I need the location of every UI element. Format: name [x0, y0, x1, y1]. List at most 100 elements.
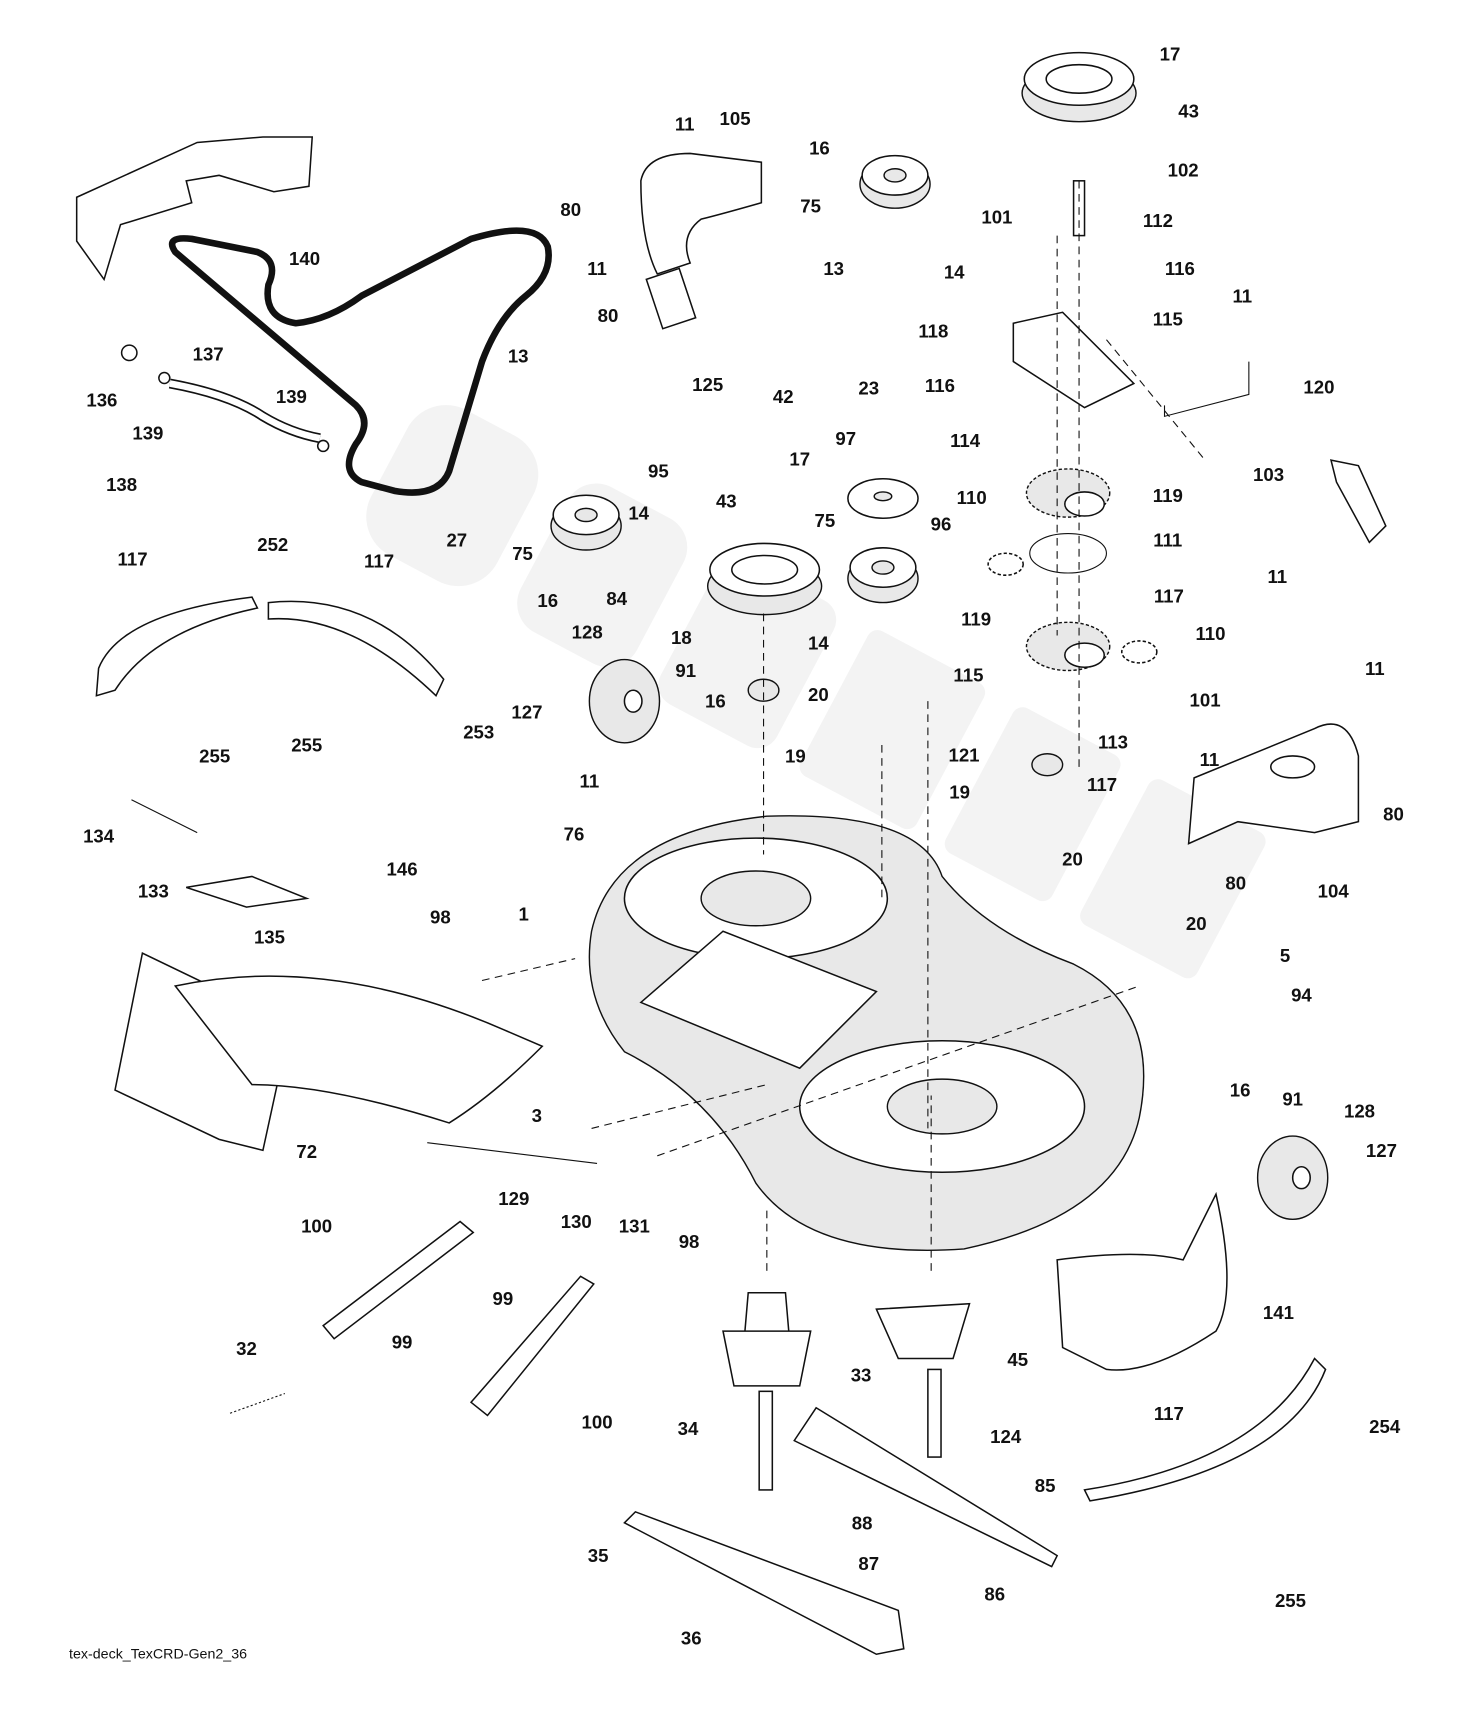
callout-label-124: 124 — [990, 1426, 1022, 1447]
callout-label-11: 11 — [580, 771, 600, 792]
rod-120 — [1163, 361, 1250, 418]
callout-label-255: 255 — [1275, 1590, 1306, 1611]
idler-pulley-75a — [859, 154, 931, 209]
flat-idler-97 — [847, 478, 919, 519]
callout-label-128: 128 — [1344, 1100, 1375, 1121]
skid-253 — [267, 600, 445, 697]
belt-cover-104 — [1187, 723, 1360, 845]
callout-label-115: 115 — [953, 664, 983, 685]
callout-label-115: 115 — [1153, 308, 1183, 329]
callout-label-103: 103 — [1253, 464, 1284, 485]
shaft-124 — [927, 1368, 942, 1458]
seal-ring-111 — [1029, 533, 1107, 574]
belt-guard-140 — [75, 136, 314, 282]
callout-label-125: 125 — [692, 374, 723, 395]
callout-label-80: 80 — [1225, 873, 1246, 894]
bracket-133 — [185, 875, 310, 908]
bracket-103 — [1329, 459, 1387, 544]
callout-label-20: 20 — [808, 684, 829, 705]
callout-label-128: 128 — [572, 622, 603, 643]
callout-label-101: 101 — [981, 207, 1012, 228]
callout-label-119: 119 — [1153, 485, 1183, 506]
mounting-plate-118 — [1012, 311, 1136, 409]
callout-label-138: 138 — [106, 474, 137, 495]
callout-label-85: 85 — [1035, 1475, 1056, 1496]
callout-label-16: 16 — [537, 590, 558, 611]
rod-134 — [131, 799, 198, 834]
gear-119-bottom — [1025, 621, 1111, 672]
callout-label-75: 75 — [800, 196, 821, 217]
callout-label-32: 32 — [236, 1338, 257, 1359]
callout-label-105: 105 — [720, 108, 751, 129]
callout-label-112: 112 — [1143, 210, 1173, 231]
callout-label-11: 11 — [1200, 749, 1220, 770]
callout-label-43: 43 — [716, 490, 737, 511]
callout-label-19: 19 — [785, 746, 806, 767]
callout-label-110: 110 — [1195, 623, 1225, 644]
callout-label-101: 101 — [1190, 690, 1221, 711]
callout-label-34: 34 — [678, 1418, 699, 1439]
spindle-33 — [722, 1291, 812, 1387]
callout-label-117: 117 — [1154, 586, 1184, 607]
callout-label-43: 43 — [1178, 100, 1199, 121]
callout-label-141: 141 — [1263, 1302, 1294, 1323]
cover-emblem — [1270, 755, 1316, 779]
wheel-128-right — [1256, 1135, 1329, 1221]
arm-99a — [322, 1220, 475, 1340]
callout-label-118: 118 — [918, 320, 948, 341]
callout-label-136: 136 — [86, 389, 117, 410]
callout-label-17: 17 — [789, 449, 810, 470]
clamp-139 — [158, 371, 171, 385]
callout-label-80: 80 — [598, 305, 619, 326]
callout-label-3: 3 — [532, 1105, 542, 1126]
callout-label-110: 110 — [957, 487, 987, 508]
pulley-43 — [706, 542, 823, 616]
callout-label-18: 18 — [671, 627, 692, 648]
callout-label-5: 5 — [1280, 945, 1290, 966]
callout-label-95: 95 — [648, 461, 669, 482]
callout-label-130: 130 — [561, 1211, 592, 1232]
callout-label-117: 117 — [1154, 1403, 1184, 1424]
callout-label-253: 253 — [463, 721, 494, 742]
discharge-chute-72 — [114, 952, 292, 1152]
callout-label-97: 97 — [835, 428, 856, 449]
callout-label-104: 104 — [1318, 880, 1350, 901]
fitting-136 — [120, 344, 138, 362]
drive-pulley-43-top — [1021, 51, 1137, 123]
callout-label-96: 96 — [931, 513, 952, 534]
callout-label-135: 135 — [254, 926, 285, 947]
gear-110b — [1121, 640, 1158, 664]
callout-label-91: 91 — [675, 660, 696, 681]
spindle-45 — [875, 1302, 971, 1360]
callout-label-140: 140 — [289, 248, 320, 269]
wheel-128-left — [588, 658, 661, 744]
callout-label-88: 88 — [852, 1512, 873, 1533]
callout-label-80: 80 — [560, 199, 581, 220]
callout-label-134: 134 — [83, 825, 115, 846]
callout-label-16: 16 — [705, 691, 726, 712]
callout-label-14: 14 — [944, 261, 965, 282]
callout-label-116: 116 — [925, 375, 955, 396]
gear-119-top — [1025, 468, 1111, 518]
shaft-34 — [758, 1390, 774, 1491]
callout-label-13: 13 — [823, 258, 844, 279]
hose-138-inner — [169, 380, 321, 442]
callout-label-17: 17 — [1160, 43, 1181, 64]
callout-label-127: 127 — [1366, 1140, 1397, 1161]
callout-label-75: 75 — [512, 543, 533, 564]
callout-label-133: 133 — [138, 880, 169, 901]
callout-label-94: 94 — [1291, 984, 1312, 1005]
callout-label-76: 76 — [564, 823, 585, 844]
blade-35 — [623, 1510, 905, 1656]
idler-pulley-75b — [550, 494, 622, 551]
skid-252 — [95, 596, 259, 697]
callout-label-111: 111 — [1153, 530, 1182, 551]
rod-129 — [427, 1142, 598, 1165]
callout-label-117: 117 — [364, 551, 394, 572]
callout-label-102: 102 — [1168, 159, 1199, 180]
arm-99b — [469, 1275, 595, 1417]
blade-85 — [793, 1406, 1059, 1568]
callout-label-252: 252 — [257, 534, 288, 555]
callout-label-99: 99 — [492, 1288, 513, 1309]
